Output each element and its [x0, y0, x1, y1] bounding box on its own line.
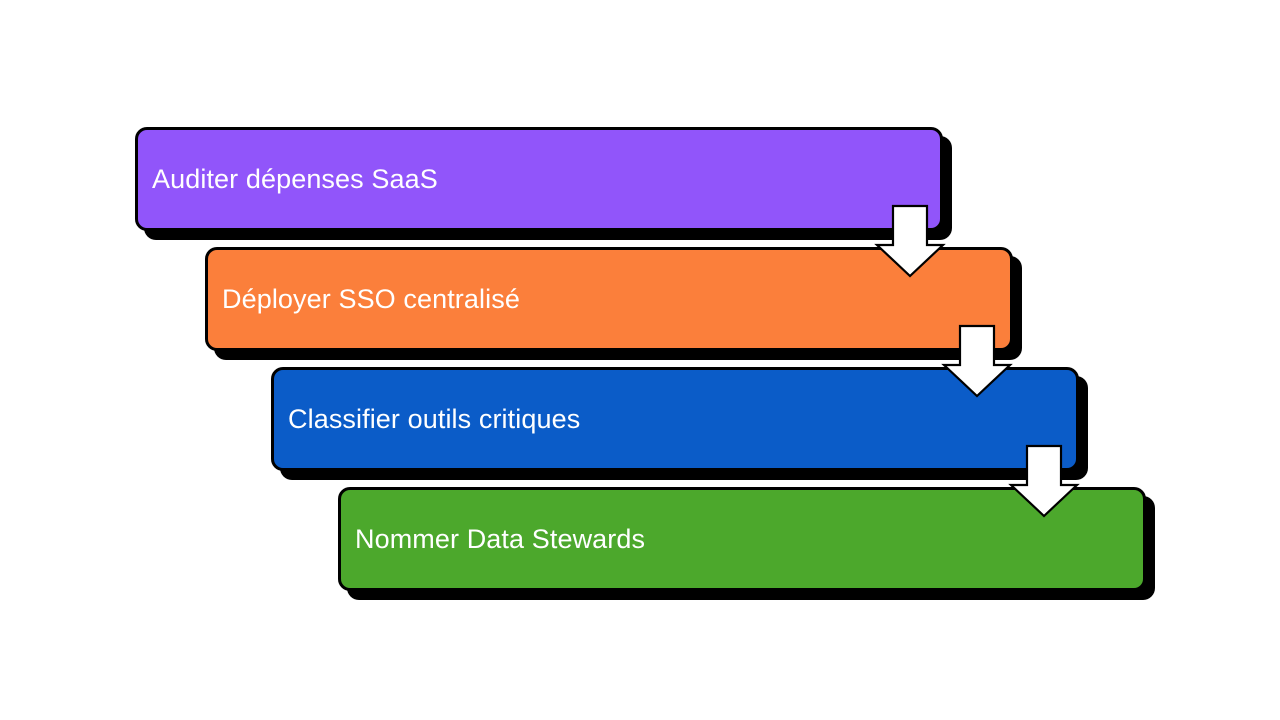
step-label-4: Nommer Data Stewards	[355, 523, 646, 554]
step-box-2[interactable]: Déployer SSO centralisé	[205, 247, 1013, 351]
step-box-4[interactable]: Nommer Data Stewards	[338, 487, 1146, 591]
step-label-2: Déployer SSO centralisé	[222, 283, 520, 314]
arrow-down-icon-3-to-4	[1008, 444, 1080, 518]
step-box-3[interactable]: Classifier outils critiques	[271, 367, 1079, 471]
step-label-1: Auditer dépenses SaaS	[152, 163, 438, 194]
step-box-1[interactable]: Auditer dépenses SaaS	[135, 127, 943, 231]
arrow-down-icon-1-to-2	[874, 204, 946, 278]
arrow-down-icon-2-to-3	[941, 324, 1013, 398]
step-label-3: Classifier outils critiques	[288, 403, 581, 434]
